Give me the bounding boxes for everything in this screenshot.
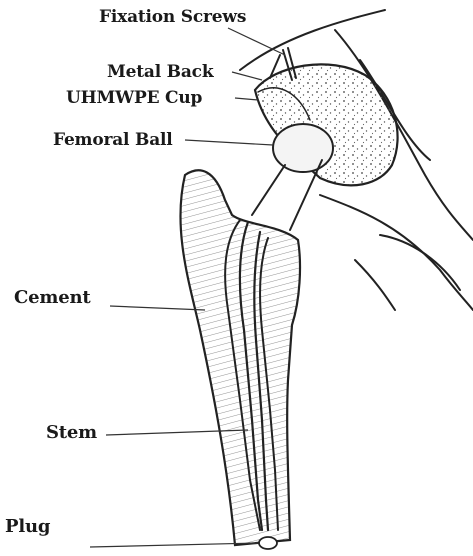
label-plug: Plug <box>5 516 51 537</box>
label-uhmwpe-cup: UHMWPE Cup <box>66 88 203 108</box>
label-fixation-screws: Fixation Screws <box>99 7 246 27</box>
label-metal-back: Metal Back <box>107 62 215 82</box>
label-stem: Stem <box>46 422 97 443</box>
label-femoral-ball: Femoral Ball <box>53 130 173 150</box>
acetabular-cup <box>255 64 398 185</box>
femur-bone <box>180 170 300 545</box>
plug <box>259 537 277 549</box>
femoral-ball <box>273 124 333 172</box>
label-cement: Cement <box>14 287 91 308</box>
